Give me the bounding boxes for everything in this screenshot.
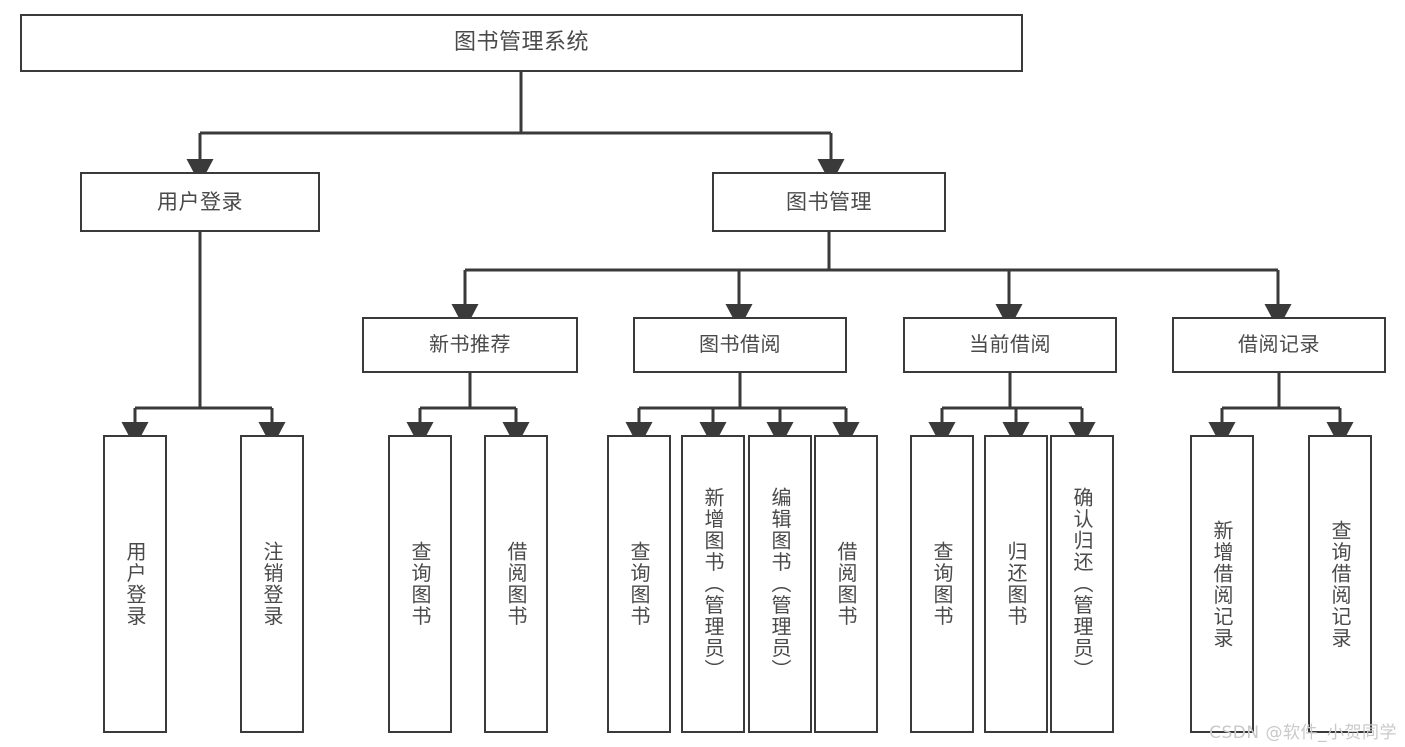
node-leaf-query-book-2[interactable]: 查询图书 <box>607 435 671 733</box>
node-current-borrow[interactable]: 当前借阅 <box>903 317 1117 373</box>
node-user-login-label: 用户登录 <box>157 189 243 214</box>
node-leaf-add-book-label: 新增图书（管理员） <box>701 487 725 681</box>
node-leaf-confirm-return[interactable]: 确认归还（管理员） <box>1050 435 1114 733</box>
node-leaf-borrow-book-1[interactable]: 借阅图书 <box>484 435 548 733</box>
node-borrow-record[interactable]: 借阅记录 <box>1172 317 1386 373</box>
node-leaf-query-record[interactable]: 查询借阅记录 <box>1308 435 1372 733</box>
node-book-manage-label: 图书管理 <box>786 189 872 214</box>
node-current-borrow-label: 当前借阅 <box>969 332 1051 357</box>
node-borrow-record-label: 借阅记录 <box>1238 332 1320 357</box>
node-leaf-query-book-3-label: 查询图书 <box>930 541 954 627</box>
node-leaf-return-book-label: 归还图书 <box>1004 541 1028 627</box>
node-leaf-user-logout-label: 注销登录 <box>260 541 284 627</box>
node-book-borrow-label: 图书借阅 <box>699 332 781 357</box>
node-leaf-query-book-1-label: 查询图书 <box>408 541 432 627</box>
node-leaf-borrow-book-1-label: 借阅图书 <box>504 541 528 627</box>
node-leaf-return-book[interactable]: 归还图书 <box>984 435 1048 733</box>
node-user-login[interactable]: 用户登录 <box>80 172 320 232</box>
node-leaf-query-record-label: 查询借阅记录 <box>1328 519 1352 649</box>
node-leaf-user-login-label: 用户登录 <box>123 541 147 627</box>
node-leaf-query-book-3[interactable]: 查询图书 <box>910 435 974 733</box>
node-leaf-query-book-1[interactable]: 查询图书 <box>388 435 452 733</box>
watermark: CSDN @软件_小贺同学 <box>1209 723 1397 743</box>
node-leaf-borrow-book-2[interactable]: 借阅图书 <box>814 435 878 733</box>
node-new-book-rec-label: 新书推荐 <box>429 332 511 357</box>
node-leaf-edit-book-label: 编辑图书（管理员） <box>768 487 792 681</box>
node-root[interactable]: 图书管理系统 <box>20 14 1023 72</box>
node-new-book-rec[interactable]: 新书推荐 <box>362 317 578 373</box>
node-leaf-add-record-label: 新增借阅记录 <box>1210 519 1234 649</box>
node-root-label: 图书管理系统 <box>453 30 589 56</box>
node-leaf-add-record[interactable]: 新增借阅记录 <box>1190 435 1254 733</box>
node-leaf-edit-book[interactable]: 编辑图书（管理员） <box>748 435 812 733</box>
node-book-borrow[interactable]: 图书借阅 <box>633 317 847 373</box>
node-leaf-user-logout[interactable]: 注销登录 <box>240 435 304 733</box>
node-leaf-user-login[interactable]: 用户登录 <box>103 435 167 733</box>
node-leaf-borrow-book-2-label: 借阅图书 <box>834 541 858 627</box>
node-leaf-query-book-2-label: 查询图书 <box>627 541 651 627</box>
node-leaf-add-book[interactable]: 新增图书（管理员） <box>681 435 745 733</box>
node-leaf-confirm-return-label: 确认归还（管理员） <box>1070 487 1094 681</box>
node-book-manage[interactable]: 图书管理 <box>712 172 946 232</box>
